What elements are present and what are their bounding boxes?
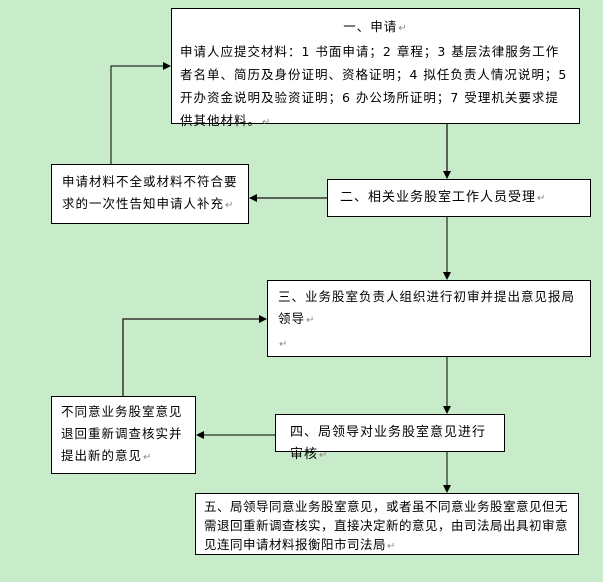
step3-review-box: 三、业务股室负责人组织进行初审并提出意见报局领导↵ ↵ (267, 280, 591, 357)
paragraph-mark: ↵ (225, 200, 235, 211)
step2-text: 二、相关业务股室工作人员受理 (340, 190, 537, 205)
paragraph-mark: ↵ (319, 450, 329, 461)
step4-reject-text: 不同意业务股室意见退回重新调查核实并提出新的意见 (61, 404, 183, 463)
step3-text: 三、业务股室负责人组织进行初审并提出意见报局领导 (278, 289, 576, 326)
step2-reject-box: 申请材料不全或材料不符合要求的一次性告知申请人补充↵ (51, 164, 249, 224)
step2-reject-text: 申请材料不全或材料不符合要求的一次性告知申请人补充 (62, 174, 238, 211)
paragraph-mark: ↵ (387, 541, 396, 552)
paragraph-mark: ↵ (537, 193, 547, 204)
paragraph-mark: ↵ (398, 23, 408, 34)
paragraph-mark: ↵ (306, 315, 316, 326)
step5-decision-box: 五、局领导同意业务股室意见，或者虽不同意业务股室意见但无需退回重新调查核实，直接… (195, 493, 579, 555)
arrow-reject2-to-step3 (122, 315, 267, 396)
paragraph-mark: ↵ (262, 117, 272, 128)
step4-text: 四、局领导对业务股室意见进行审核 (290, 425, 487, 462)
step4-reject-box: 不同意业务股室意见退回重新调查核实并提出新的意见↵ (51, 396, 196, 474)
step1-title: 一、申请 (343, 19, 398, 34)
step1-apply-box: 一、申请↵ 申请人应提交材料：1 书面申请；2 章程；3 基层法律服务工作者名单… (171, 8, 580, 128)
step2-accept-box: 二、相关业务股室工作人员受理↵ (327, 179, 591, 217)
step5-text: 五、局领导同意业务股室意见，或者虽不同意业务股室意见但无需退回重新调查核实，直接… (204, 499, 569, 552)
paragraph-mark: ↵ (279, 339, 289, 350)
step1-body: 申请人应提交材料：1 书面申请；2 章程；3 基层法律服务工作者名单、简历及身份… (180, 44, 568, 128)
arrow-reject1-to-step1 (110, 62, 171, 164)
paragraph-mark: ↵ (143, 452, 153, 463)
step4-audit-box: 四、局领导对业务股室意见进行审核↵ (275, 414, 505, 462)
